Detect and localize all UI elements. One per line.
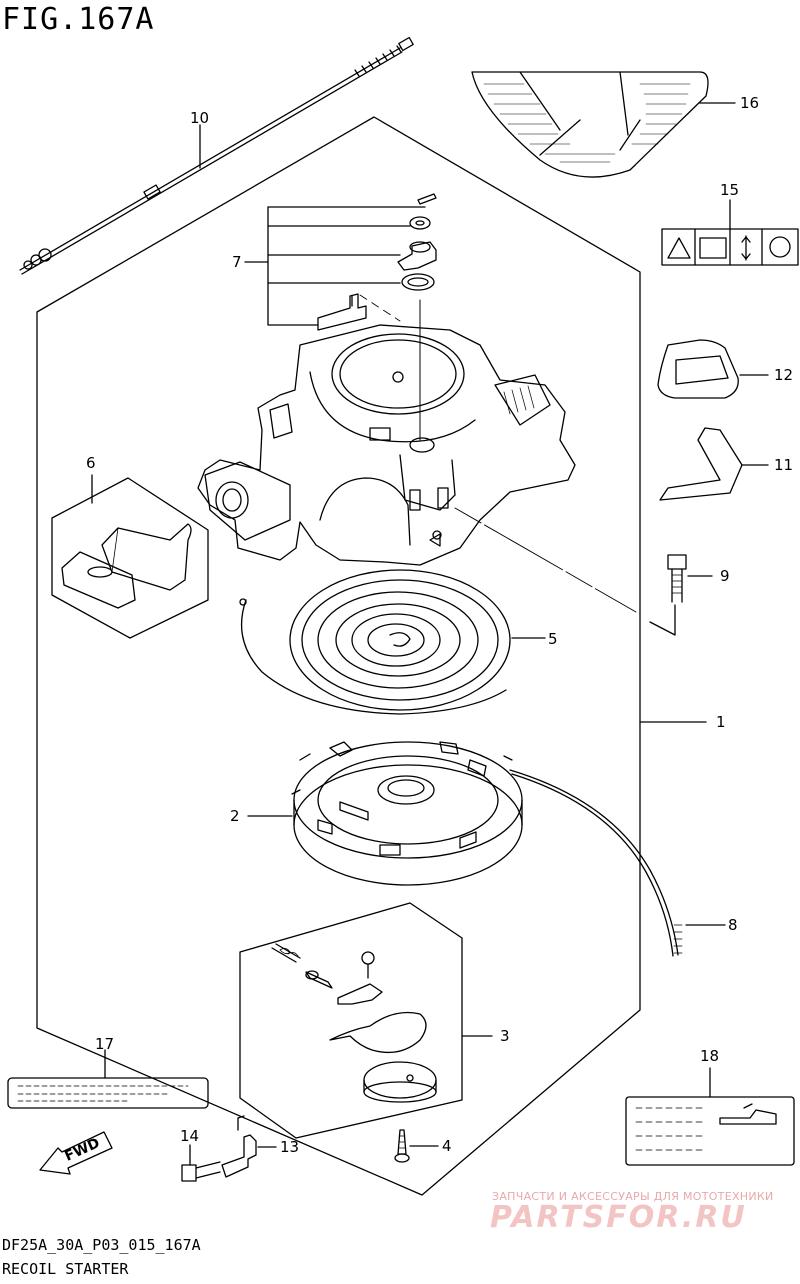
callout-13: 13 [280, 1138, 300, 1156]
model-code: DF25A_30A_P03_015_167A [2, 1236, 201, 1254]
callout-11: 11 [774, 456, 794, 474]
callout-7: 7 [232, 253, 242, 271]
callout-17: 17 [95, 1035, 115, 1053]
part-11-bracket [659, 427, 769, 501]
callout-6: 6 [86, 454, 96, 472]
part-12-grommet [657, 339, 769, 399]
callout-2: 2 [230, 807, 240, 825]
leader-housing-to-bolt [454, 507, 637, 613]
starter-case-housing [197, 299, 576, 566]
callout-1: 1 [716, 713, 726, 731]
watermark-brand: PARTSFOR.RU [490, 1200, 747, 1235]
watermark-tagline: ЗАПЧАСТИ И АКСЕССУАРЫ ДЛЯ МОТОТЕХНИКИ [492, 1190, 774, 1203]
callout-3: 3 [500, 1027, 510, 1045]
part-15-warning-label [661, 199, 799, 266]
callout-18: 18 [700, 1047, 720, 1065]
section-name: RECOIL STARTER [2, 1260, 129, 1278]
callout-10: 10 [190, 109, 210, 127]
part-3-pawl-kit [239, 902, 493, 1139]
callout-16: 16 [740, 94, 760, 112]
part-17-sticker [7, 1049, 209, 1109]
callout-15: 15 [720, 181, 740, 199]
callout-9: 9 [720, 567, 730, 585]
assembly-outline [36, 116, 641, 1196]
callout-12: 12 [774, 366, 794, 384]
part-16-gasket [471, 71, 736, 178]
part-14-bolt [181, 1144, 221, 1182]
part-10-cable [19, 36, 414, 275]
part-13-bracket [221, 1115, 277, 1178]
part-9-bolt [667, 554, 713, 603]
figure-title: FIG.167A [2, 2, 155, 37]
part-4-screw [394, 1129, 439, 1163]
part-8-rope [509, 769, 726, 957]
part-5-spring [239, 569, 546, 715]
callout-4: 4 [442, 1137, 452, 1155]
callout-8: 8 [728, 916, 738, 934]
part-7-group [244, 193, 437, 331]
part-18-oil-label [625, 1067, 795, 1166]
part-6-handle-group [51, 474, 209, 639]
callout-5: 5 [548, 630, 558, 648]
part-2-reel [247, 741, 523, 886]
callout-14: 14 [180, 1127, 200, 1145]
fwd-arrow-graphic [39, 1131, 113, 1175]
